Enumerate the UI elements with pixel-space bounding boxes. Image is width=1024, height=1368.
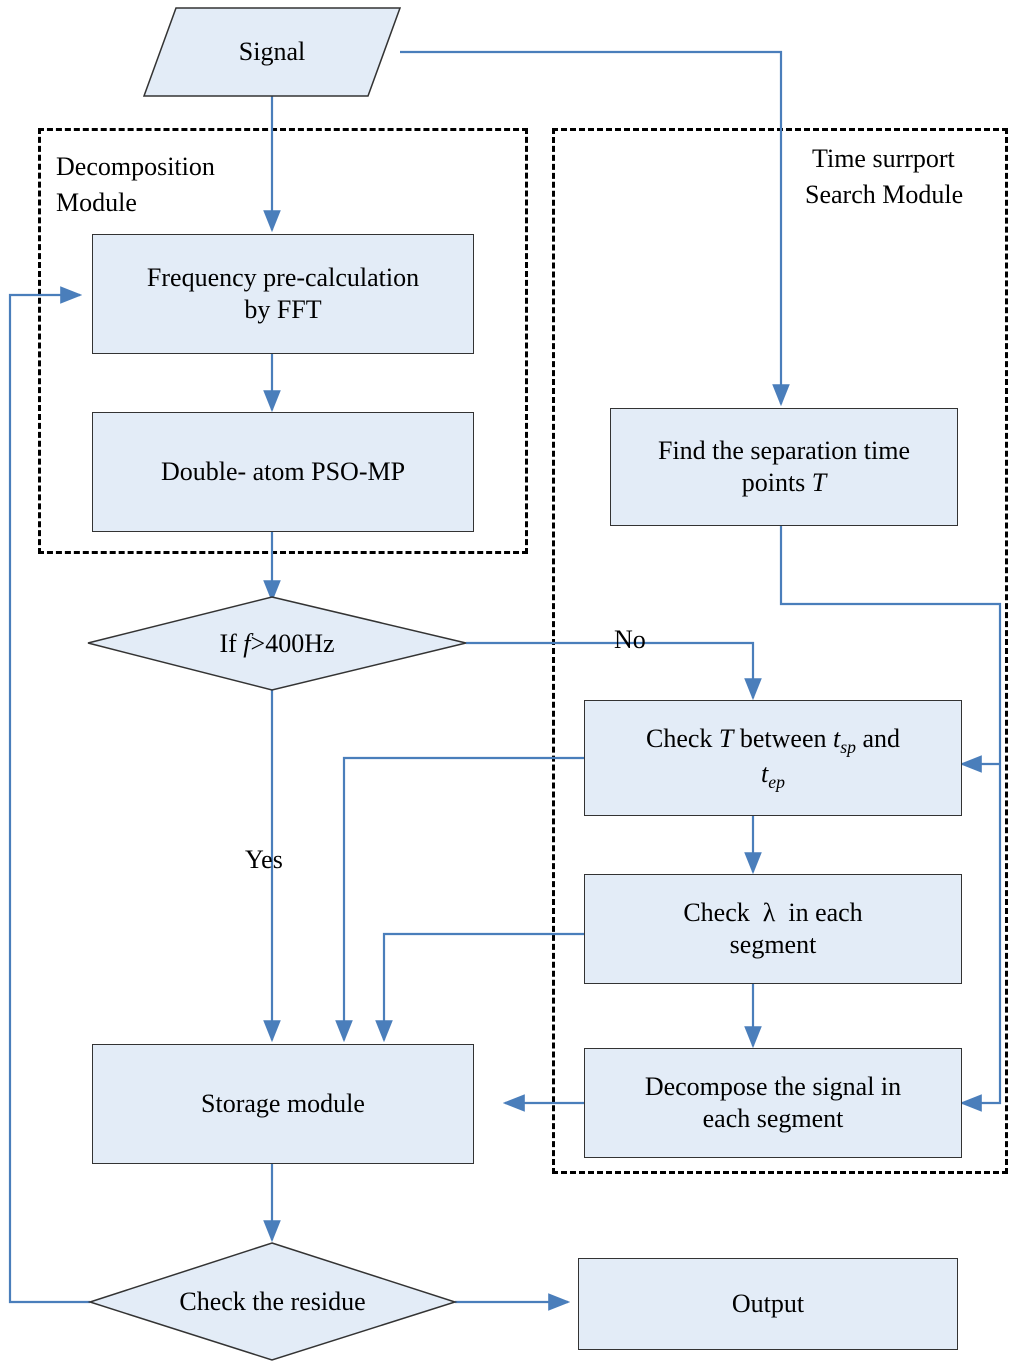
- node-residue-label: Check the residue: [179, 1286, 366, 1316]
- edge-label-yes: Yes: [245, 845, 283, 874]
- node-if400-label: If f>400Hz: [219, 628, 335, 658]
- module-label-time-support-line2: Search Module: [805, 180, 964, 209]
- node-storage-module[interactable]: Storage module: [92, 1044, 474, 1164]
- node-checkLambda-label-line2: segment: [729, 930, 817, 959]
- module-label-time-support-line1: Time surrport: [812, 144, 955, 173]
- node-storage-label: Storage module: [201, 1088, 365, 1118]
- node-if-frequency-threshold[interactable]: If f>400Hz: [88, 597, 466, 690]
- node-fft-label-line1: Frequency pre-calculation: [146, 262, 420, 292]
- node-checkT-label-line1: Check T between tsp and: [645, 723, 900, 757]
- node-signal[interactable]: Signal: [144, 8, 400, 96]
- node-signal-label: Signal: [238, 37, 306, 66]
- node-output-label: Output: [731, 1288, 805, 1318]
- node-check-t-between[interactable]: Check T between tsp and tep: [584, 700, 962, 816]
- node-psomp-label: Double- atom PSO-MP: [160, 456, 406, 486]
- node-find-separation-time-points[interactable]: Find the separation time points T: [610, 408, 958, 526]
- node-findT-label-line2: points T: [741, 468, 827, 497]
- node-checkT-label-line2: tep: [761, 759, 785, 793]
- module-label-decomposition-line1: Decomposition: [56, 152, 215, 181]
- edge-label-no: No: [614, 625, 646, 654]
- node-check-residue[interactable]: Check the residue: [90, 1243, 455, 1360]
- node-findT-label-line1: Find the separation time: [657, 435, 910, 465]
- node-output[interactable]: Output: [578, 1258, 958, 1350]
- node-double-atom-pso-mp[interactable]: Double- atom PSO-MP: [92, 412, 474, 532]
- node-checkLambda-label-line1: Check λ in each: [683, 897, 863, 927]
- node-fft-label-line2: by FFT: [244, 295, 322, 324]
- node-decompose-label-line1: Decompose the signal in: [644, 1071, 902, 1101]
- node-decompose-label-line2: each segment: [702, 1104, 844, 1133]
- node-frequency-precalculation[interactable]: Frequency pre-calculation by FFT: [92, 234, 474, 354]
- node-check-lambda-each-segment[interactable]: Check λ in each segment: [584, 874, 962, 984]
- node-decompose-signal[interactable]: Decompose the signal in each segment: [584, 1048, 962, 1158]
- module-label-decomposition-line2: Module: [56, 188, 137, 217]
